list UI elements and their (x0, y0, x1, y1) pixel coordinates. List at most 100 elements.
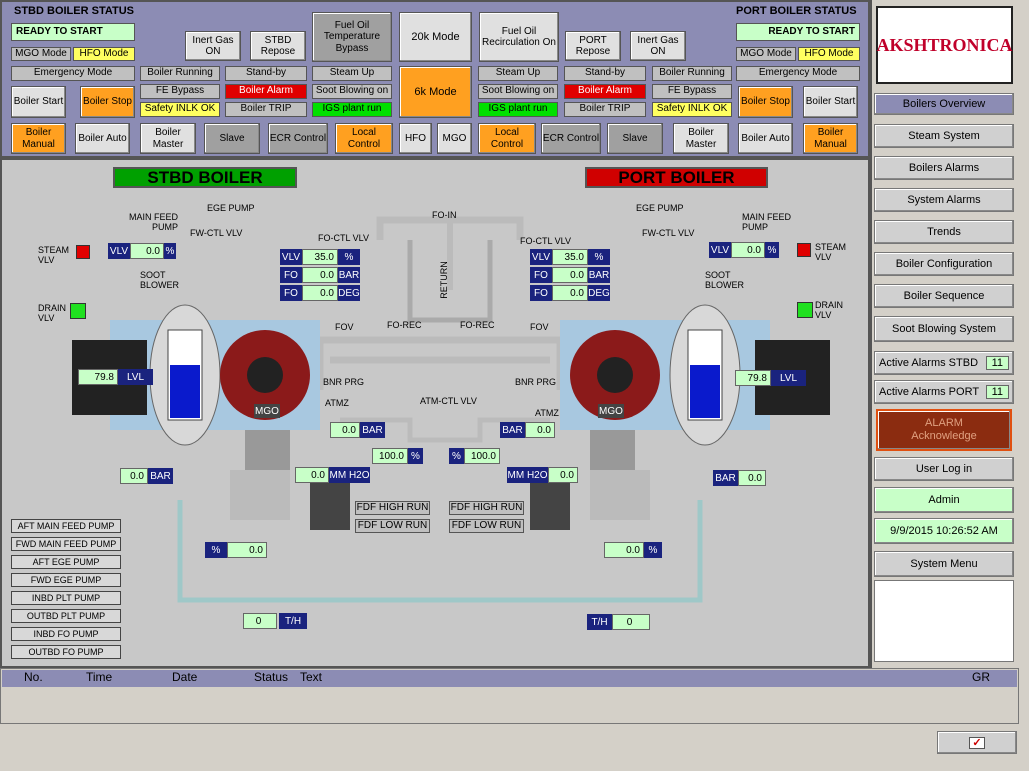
stbd-ready-status: READY TO START (11, 23, 135, 41)
port-fo-deg-value: 0.0 (552, 285, 588, 301)
port-fo-deg-unit: FO (530, 285, 552, 301)
nav-boilers-overview[interactable]: Boilers Overview (874, 93, 1014, 115)
port-boiler-manual-button[interactable]: Boiler Manual (803, 123, 858, 154)
port-th-unit: T/H (587, 614, 612, 630)
port-status-title: PORT BOILER STATUS (736, 5, 857, 17)
hfo-button[interactable]: HFO (399, 123, 432, 154)
port-level-value: 79.8 (735, 370, 771, 386)
stbd-fo-deg: DEG (338, 285, 360, 301)
port-repose-button[interactable]: PORT Repose (565, 31, 621, 61)
port-fw-vlv-unit: VLV (709, 242, 731, 258)
port-fe-bypass-status: FE Bypass (652, 84, 732, 99)
port-level-unit: LVL (771, 370, 806, 386)
port-atmz-bar-unit: BAR (500, 422, 525, 438)
port-mgo-tag: MGO (598, 404, 624, 418)
active-alarms-port-label: Active Alarms PORT (879, 386, 980, 398)
port-boiler-start-button[interactable]: Boiler Start (803, 86, 858, 118)
col-no[interactable]: No. (24, 670, 43, 684)
col-gr[interactable]: GR (972, 670, 990, 684)
stbd-fdf-pct-value: 0.0 (227, 542, 267, 558)
fo-temp-bypass-button[interactable]: Fuel Oil Temperature Bypass (312, 12, 392, 62)
port-boiler-trip-status: Boiler TRIP (564, 102, 646, 117)
port-steam-valve-indicator[interactable] (797, 243, 811, 257)
stbd-boiler-auto-button[interactable]: Boiler Auto (75, 123, 130, 154)
stbd-fov-label: FOV (335, 322, 354, 332)
pump-aft-main-feed[interactable]: AFT MAIN FEED PUMP (11, 519, 121, 533)
stbd-fw-vlv-value: 0.0 (130, 243, 164, 259)
stbd-atmz-bar-unit: BAR (360, 422, 385, 438)
mode-20k-button[interactable]: 20k Mode (399, 12, 472, 62)
col-status[interactable]: Status (254, 670, 289, 684)
port-boiler-auto-button[interactable]: Boiler Auto (738, 123, 793, 154)
stbd-slave-button[interactable]: Slave (204, 123, 260, 154)
pump-inbd-plt[interactable]: INBD PLT PUMP (11, 591, 121, 605)
port-drain-valve-indicator[interactable] (797, 302, 813, 318)
stbd-fo-vlv-unit: VLV (280, 249, 302, 265)
stbd-fo-bar: BAR (338, 267, 360, 283)
pump-aft-ege[interactable]: AFT EGE PUMP (11, 555, 121, 569)
port-steam-bar-unit: BAR (713, 470, 738, 486)
port-local-control-button[interactable]: Local Control (478, 123, 536, 154)
user-login-button[interactable]: User Log in (874, 457, 1014, 481)
active-alarms-stbd: Active Alarms STBD 11 (874, 351, 1014, 375)
port-fdf-low-run: FDF LOW RUN (449, 519, 524, 533)
stbd-fo-rec-label: FO-REC (387, 320, 422, 330)
pump-outbd-plt[interactable]: OUTBD PLT PUMP (11, 609, 121, 623)
active-alarms-port-value: 11 (985, 385, 1009, 399)
port-bnr-prg-label: BNR PRG (515, 377, 557, 387)
stbd-fw-ctl-vlv-label: FW-CTL VLV (190, 228, 243, 238)
port-mmh2o-value: 0.0 (548, 467, 578, 483)
port-ecr-control-button[interactable]: ECR Control (541, 123, 601, 154)
fo-recirc-button[interactable]: Fuel Oil Recirculation On (479, 12, 559, 62)
port-inert-gas-button[interactable]: Inert Gas ON (630, 31, 686, 61)
port-main-feed-pump-label: MAIN FEED PUMP (742, 212, 792, 232)
pump-inbd-fo[interactable]: INBD FO PUMP (11, 627, 121, 641)
stbd-fo-bar-value: 0.0 (302, 267, 338, 283)
stbd-steam-vlv-label: STEAM VLV (38, 245, 70, 265)
nav-boiler-sequence[interactable]: Boiler Sequence (874, 284, 1014, 308)
port-steam-vlv-label: STEAM VLV (815, 242, 847, 262)
stbd-boiler-master-button[interactable]: Boiler Master (140, 123, 196, 154)
stbd-inert-gas-button[interactable]: Inert Gas ON (185, 31, 241, 61)
nav-trends[interactable]: Trends (874, 220, 1014, 244)
stbd-boiler-manual-button[interactable]: Boiler Manual (11, 123, 66, 154)
port-fo-vlv-value: 35.0 (552, 249, 588, 265)
nav-steam-system[interactable]: Steam System (874, 124, 1014, 148)
port-fdf-pct-unit: % (644, 542, 662, 558)
logo-box: AKSHTRONICA (876, 6, 1013, 84)
col-text[interactable]: Text (300, 670, 323, 684)
checkmark-icon: ✓ (969, 736, 985, 749)
port-boiler-stop-button[interactable]: Boiler Stop (738, 86, 793, 118)
mgo-button[interactable]: MGO (437, 123, 472, 154)
mode-6k-button[interactable]: 6k Mode (399, 66, 472, 118)
stbd-local-control-button[interactable]: Local Control (335, 123, 393, 154)
stbd-fo-vlv-pct: % (338, 249, 360, 265)
col-time[interactable]: Time (86, 670, 113, 684)
nav-boiler-configuration[interactable]: Boiler Configuration (874, 252, 1014, 276)
system-menu-button[interactable]: System Menu (874, 551, 1014, 577)
pump-outbd-fo[interactable]: OUTBD FO PUMP (11, 645, 121, 659)
pump-fwd-ege[interactable]: FWD EGE PUMP (11, 573, 121, 587)
port-boiler-title: PORT BOILER (585, 167, 768, 188)
stbd-atm-pct-unit: % (408, 448, 423, 464)
stbd-ecr-control-button[interactable]: ECR Control (268, 123, 328, 154)
alarm-acknowledge-button[interactable]: ALARM Acknowledge (876, 409, 1012, 451)
stbd-boiler-start-button[interactable]: Boiler Start (11, 86, 66, 118)
port-boiler-master-button[interactable]: Boiler Master (673, 123, 729, 154)
stbd-repose-button[interactable]: STBD Repose (250, 31, 306, 61)
stbd-steam-bar-value: 0.0 (120, 468, 148, 484)
port-slave-button[interactable]: Slave (607, 123, 663, 154)
nav-soot-blowing-system[interactable]: Soot Blowing System (874, 316, 1014, 342)
col-date[interactable]: Date (172, 670, 198, 684)
pump-fwd-main-feed[interactable]: FWD MAIN FEED PUMP (11, 537, 121, 551)
acknowledge-checkbox-button[interactable]: ✓ (937, 731, 1017, 754)
port-emergency-mode: Emergency Mode (736, 66, 860, 81)
nav-boilers-alarms[interactable]: Boilers Alarms (874, 156, 1014, 180)
port-soot-blowing-status: Soot Blowing on (478, 84, 558, 99)
active-alarms-port: Active Alarms PORT 11 (874, 380, 1014, 404)
stbd-boiler-stop-button[interactable]: Boiler Stop (80, 86, 135, 118)
stbd-steam-valve-indicator[interactable] (76, 245, 90, 259)
nav-system-alarms[interactable]: System Alarms (874, 188, 1014, 212)
stbd-drain-valve-indicator[interactable] (70, 303, 86, 319)
port-fw-vlv-value: 0.0 (731, 242, 765, 258)
